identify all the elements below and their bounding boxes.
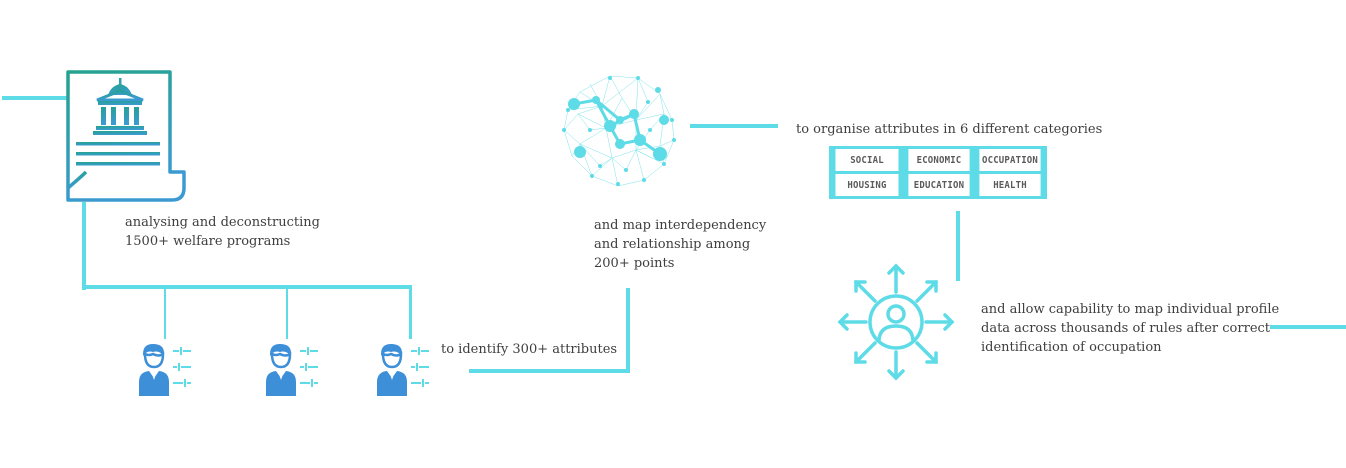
connector-network-up: [626, 288, 630, 373]
identify-text: to identify 300+ attributes: [441, 342, 618, 357]
analyst-person-icon: [377, 344, 429, 396]
connector-network-right: [690, 124, 778, 128]
connector-grid-down: [956, 211, 960, 281]
analyst-person-icon: [266, 344, 318, 396]
connector-horizontal-bus: [82, 285, 412, 289]
map-text: and map interdependency and relationship…: [594, 216, 766, 273]
category-cell: HEALTH: [979, 174, 1041, 196]
connector-to-network: [469, 369, 630, 373]
user-arrows-icon: [837, 263, 955, 381]
category-cell: HOUSING: [835, 174, 899, 196]
analyst-person-icon: [139, 344, 191, 396]
category-cell: ECONOMIC: [908, 149, 970, 171]
connector-right: [1270, 325, 1346, 329]
connector-drop-2: [286, 289, 288, 339]
network-sphere-icon: [562, 75, 676, 187]
connector-drop-1: [164, 289, 166, 339]
map-text-line2: and relationship among: [594, 237, 751, 252]
analyse-text: analysing and deconstructing 1500+ welfa…: [125, 213, 320, 251]
analyse-text-line2: 1500+ welfare programs: [125, 234, 291, 249]
capability-text: and allow capability to map individual p…: [981, 300, 1279, 357]
analyse-text-line1: analysing and deconstructing: [125, 215, 320, 230]
capability-text-line1: and allow capability to map individual p…: [981, 302, 1280, 317]
map-text-line3: 200+ points: [594, 256, 675, 271]
connector-drop-3: [409, 289, 412, 339]
connector-left: [2, 96, 68, 100]
category-cell: EDUCATION: [908, 174, 970, 196]
government-building-document-icon: [66, 70, 186, 202]
category-grid: SOCIAL ECONOMIC OCCUPATION HOUSING EDUCA…: [829, 146, 1047, 199]
category-cell: OCCUPATION: [979, 149, 1041, 171]
connector-doc-down: [82, 202, 86, 290]
map-text-line1: and map interdependency: [594, 218, 767, 233]
organise-text: to organise attributes in 6 different ca…: [796, 122, 1103, 137]
category-cell: SOCIAL: [835, 149, 899, 171]
capability-text-line3: identification of occupation: [981, 340, 1162, 355]
capability-text-line2: data across thousands of rules after cor…: [981, 321, 1271, 336]
